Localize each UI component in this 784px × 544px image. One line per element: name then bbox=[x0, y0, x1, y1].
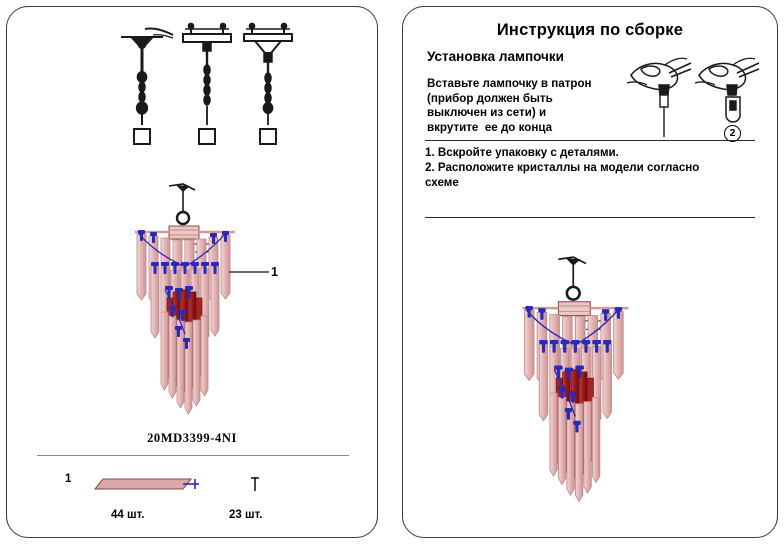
callout-leader-line bbox=[229, 271, 269, 273]
mounting-option-3 bbox=[243, 22, 293, 145]
legend-divider bbox=[37, 455, 349, 456]
mounting-option-3-checkbox bbox=[259, 128, 277, 145]
assembly-steps: 1. Вскройте упаковку с деталями. 2. Расп… bbox=[425, 145, 745, 190]
divider-top bbox=[425, 140, 755, 141]
bulb-figure-a bbox=[626, 57, 692, 137]
mounting-option-1-checkbox bbox=[133, 128, 151, 145]
rod-quantity-label: 44 шт. bbox=[111, 509, 145, 521]
assembly-step-3: схеме bbox=[425, 176, 459, 189]
mounting-option-2 bbox=[182, 22, 232, 145]
bulb-installation-figures bbox=[626, 57, 760, 137]
crystal-clips bbox=[138, 230, 229, 349]
chandelier-diagram-assembled bbox=[522, 256, 629, 503]
mounting-option-2-checkbox bbox=[198, 128, 216, 145]
chandelier-diagram-main bbox=[135, 183, 235, 415]
assembly-step-2: 2. Расположите кристаллы на модели согла… bbox=[425, 161, 700, 174]
crystal-rod-part-icon bbox=[93, 478, 199, 490]
clip-pin-part-icon bbox=[251, 477, 259, 491]
assembly-step-1: 1. Вскройте упаковку с деталями. bbox=[425, 146, 619, 159]
figure-marker-2: 2 bbox=[724, 125, 741, 142]
mounting-options-diagram bbox=[121, 22, 293, 145]
model-number: 20MD3399-4NI bbox=[147, 431, 237, 445]
instruction-line-3: выключен из сети) и bbox=[427, 106, 547, 120]
clip-quantity-label: 23 шт. bbox=[229, 509, 263, 521]
legend-item-number: 1 bbox=[65, 473, 72, 485]
instruction-line-2: (прибор должен быть bbox=[427, 91, 553, 105]
section-subtitle: Установка лампочки bbox=[427, 49, 564, 64]
bulb-figure-b bbox=[694, 57, 760, 123]
instruction-line-4: вкрутите ее до конца bbox=[427, 120, 553, 134]
bulb-instruction-text: Вставьте лампочку в патрон (прибор долже… bbox=[427, 77, 642, 135]
callout-number: 1 bbox=[271, 265, 278, 279]
crystal-tier-4 bbox=[160, 311, 209, 415]
right-panel: Инструкция по сборке Установка лампочки … bbox=[402, 6, 778, 538]
instruction-line-1: Вставьте лампочку в патрон bbox=[427, 77, 592, 90]
divider-bottom bbox=[425, 217, 755, 218]
mounting-option-1 bbox=[121, 27, 174, 145]
page-title: Инструкция по сборке bbox=[496, 21, 684, 39]
left-panel: 1 20MD3399-4NI 1 44 шт. 23 шт. bbox=[6, 6, 378, 538]
